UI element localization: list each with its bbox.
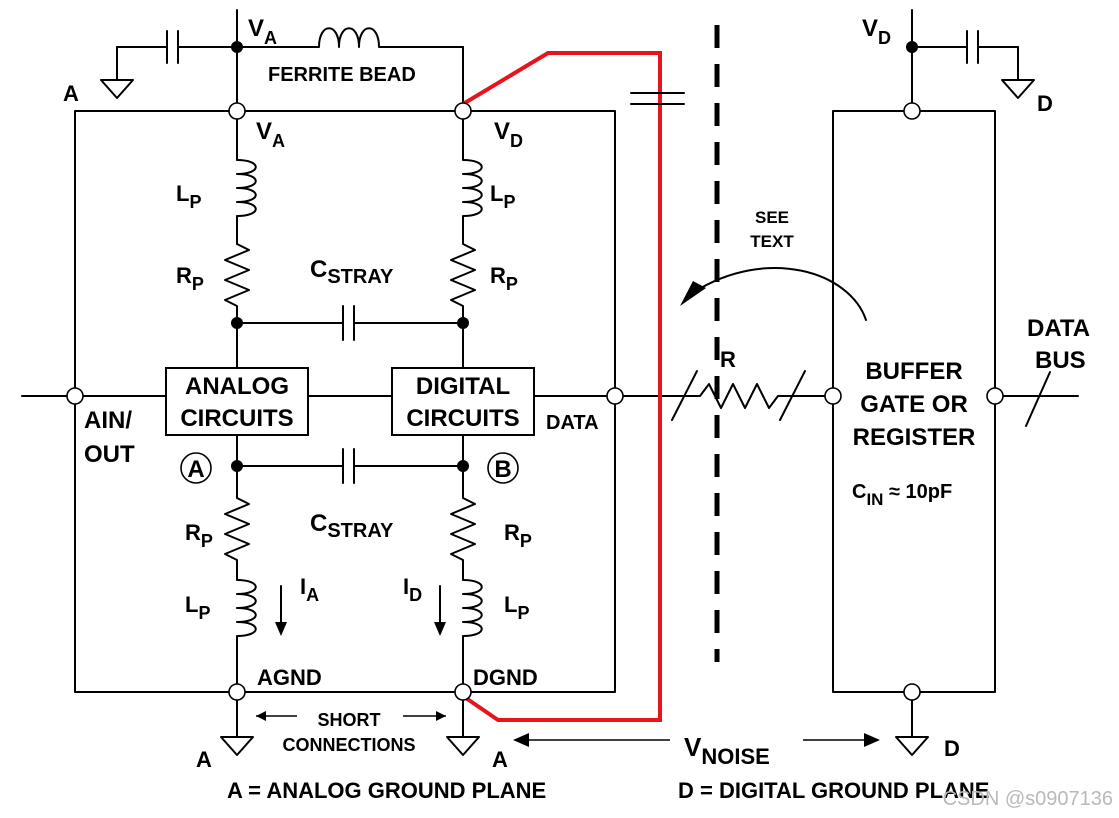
- buffer-label-2: GATE OR: [860, 391, 968, 418]
- node-b-circle: [487, 452, 519, 484]
- vnoise-arrows: [513, 733, 880, 747]
- terminals: [66, 102, 1004, 701]
- short-connections-arrow: [256, 711, 446, 721]
- analog-circuits-block: [165, 367, 309, 436]
- rp-label-analog-bottom: RP: [185, 520, 213, 551]
- analog-circuits-label-2: CIRCUITS: [180, 405, 293, 432]
- buffer-gate-register: [832, 9, 1035, 693]
- digital-circuits-label-1: DIGITAL: [416, 373, 510, 400]
- data-bus-label-2: BUS: [1035, 347, 1086, 374]
- ground-symbol-digital-top: [1001, 79, 1035, 99]
- lp-label-digital-bottom: LP: [504, 592, 529, 623]
- see-text-label-2: TEXT: [750, 232, 794, 251]
- buffer-label-1: BUFFER: [865, 358, 962, 385]
- terminal-agnd: [228, 683, 246, 701]
- va-inner-label: VA: [256, 118, 285, 151]
- ground-symbol-agnd: [220, 736, 254, 756]
- digital-lp-inductor-bottom: [462, 579, 483, 637]
- terminal-buffer-vd: [903, 102, 921, 120]
- cstray-label-top: CSTRAY: [310, 256, 394, 288]
- resistor-r-label: R: [720, 347, 736, 372]
- lp-label-analog-top: LP: [176, 181, 201, 212]
- ground-a-topleft-label: A: [63, 81, 79, 106]
- ain-out-label-2: OUT: [84, 441, 135, 468]
- circuit-blocks: [165, 367, 535, 436]
- ferrite-bead-inductor: [318, 27, 380, 48]
- vd-top-label: VD: [862, 15, 891, 48]
- vd-inner-label: VD: [494, 118, 523, 151]
- rp-label-digital-top: RP: [490, 263, 518, 294]
- terminal-buffer-out: [986, 387, 1004, 405]
- signal-path: [21, 370, 1079, 427]
- dgnd-label: DGND: [473, 665, 538, 690]
- agnd-label: AGND: [257, 665, 322, 690]
- digital-circuits-label-2: CIRCUITS: [406, 405, 519, 432]
- node-b-label: B: [494, 456, 511, 483]
- ferrite-bead-label: FERRITE BEAD: [268, 64, 416, 86]
- analog-rp-resistor-top: [224, 243, 250, 307]
- watermark-text: CSDN @s0907136: [943, 788, 1113, 810]
- terminal-buffer-gnd: [903, 683, 921, 701]
- ground-d-bottom-label: D: [944, 736, 960, 761]
- see-text-label-1: SEE: [755, 208, 789, 227]
- see-text-arrow: [680, 267, 867, 321]
- terminal-vd: [454, 102, 472, 120]
- current-arrows: [275, 585, 446, 636]
- analog-lp-inductor-bottom: [236, 579, 257, 637]
- node-a-label: A: [187, 456, 204, 483]
- rp-label-analog-top: RP: [176, 263, 204, 294]
- short-label-1: SHORT: [318, 710, 381, 730]
- noise-path-red: [461, 51, 662, 722]
- digital-rp-resistor-top: [450, 243, 476, 307]
- short-label-2: CONNECTIONS: [282, 735, 415, 755]
- ground-symbol-buffer: [895, 736, 929, 756]
- lp-label-analog-bottom: LP: [185, 592, 210, 623]
- terminal-ain-out: [66, 387, 84, 405]
- va-top-label: VA: [248, 15, 277, 48]
- data-bus-label-1: DATA: [1027, 315, 1090, 342]
- analog-circuits-label-1: ANALOG: [185, 373, 289, 400]
- ia-label: IA: [300, 574, 319, 605]
- vnoise-label: VNOISE: [684, 732, 770, 769]
- cstray-label-bottom: CSTRAY: [310, 510, 394, 542]
- ain-out-label-1: AIN/: [84, 407, 132, 434]
- legend-analog-ground: A = ANALOG GROUND PLANE: [227, 778, 546, 803]
- terminal-data: [606, 387, 624, 405]
- node-a-circle: [180, 452, 212, 484]
- noise-coupling-path: [461, 51, 685, 722]
- analog-rp-resistor-bottom: [224, 497, 250, 561]
- buffer-label-3: REGISTER: [853, 424, 976, 451]
- ground-a-mid-label: A: [492, 747, 508, 772]
- digital-lp-inductor-top: [462, 159, 483, 217]
- terminal-va: [228, 102, 246, 120]
- lp-label-digital-top: LP: [490, 181, 515, 212]
- digital-rp-resistor-bottom: [450, 497, 476, 561]
- legend-digital-ground: D = DIGITAL GROUND PLANE: [678, 778, 989, 803]
- terminal-buffer-in: [824, 387, 842, 405]
- vdd-supply-network: [100, 9, 464, 112]
- stray-capacitors: [236, 305, 464, 484]
- terminal-dgnd: [454, 683, 472, 701]
- ground-symbol-dgnd: [446, 736, 480, 756]
- ground-a-left-label: A: [196, 747, 212, 772]
- analog-lp-inductor-top: [236, 159, 257, 217]
- rp-label-digital-bottom: RP: [504, 520, 532, 551]
- series-resistor-r: [699, 383, 779, 409]
- ground-symbol-analog-top: [100, 79, 134, 99]
- labels: VA FERRITE BEAD A VA VD LP LP RP RP CSTR…: [63, 15, 1113, 810]
- data-label: DATA: [546, 412, 599, 434]
- ground-d-top-label: D: [1037, 91, 1053, 116]
- digital-circuits-block: [391, 367, 535, 436]
- id-label: ID: [403, 574, 422, 605]
- cin-label: CIN ≈ 10pF: [852, 481, 952, 509]
